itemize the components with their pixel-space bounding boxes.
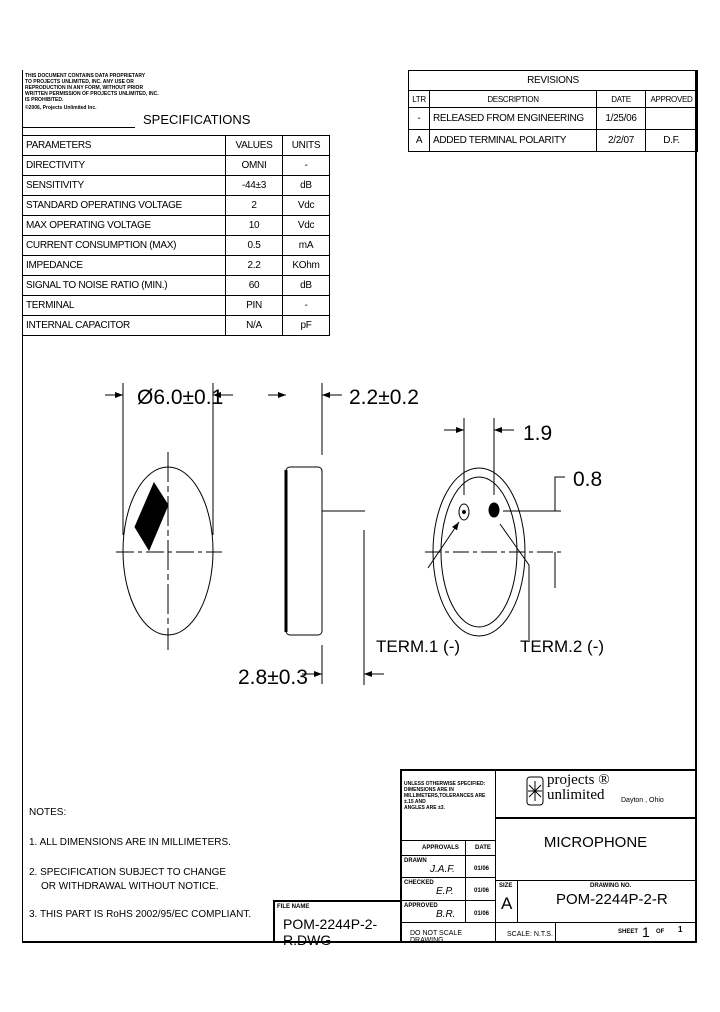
drawn-date: 01/06 (474, 866, 490, 872)
terminal-1-pin (458, 503, 470, 521)
company-location: Dayton , Ohio (621, 797, 664, 804)
note-item: OR WITHDRAWAL WITHOUT NOTICE. (41, 881, 219, 892)
tolerance-note: UNLESS OTHERWISE SPECIFIED: DIMENSIONS A… (400, 769, 496, 841)
company-block: projects ® unlimited Dayton , Ohio (495, 769, 697, 819)
company-logo-icon (526, 776, 544, 806)
drawing-border (22, 70, 697, 943)
of-label: OF (656, 929, 665, 935)
checked-row: CHECKED E.P. (400, 877, 466, 901)
note-item: 3. THIS PART IS RoHS 2002/95/EC COMPLIAN… (29, 909, 252, 920)
sheet-label: SHEET (618, 929, 639, 935)
note-item: 2. SPECIFICATION SUBJECT TO CHANGE (29, 867, 227, 878)
height-dimension: 2.2±0.2 (349, 386, 419, 409)
sheet-box: SHEET 1 OF 1 (555, 922, 697, 943)
revisions-table: REVISIONS LTR DESCRIPTION DATE APPROVED … (408, 70, 698, 152)
proprietary-notice: THIS DOCUMENT CONTAINS DATA PROPRIETARY … (25, 73, 159, 111)
file-name-label: FILE NAME (277, 904, 310, 910)
terminal-2-pin (488, 502, 500, 518)
parameter-unit: Vdc (282, 195, 330, 216)
notice-line: REPRODUCTION IN ANY FORM, WITHOUT PRIOR (25, 85, 144, 91)
company-name-2: unlimited (547, 787, 605, 803)
drawn-by: J.A.F. (430, 864, 455, 875)
drawing-title: MICROPHONE (543, 834, 648, 851)
approvals-label: APPROVALS (422, 845, 459, 851)
scale: SCALE: N.T.S. (507, 931, 553, 938)
parameter-unit: pF (282, 315, 330, 336)
tolerance-line: ANGLES ARE ±3. (404, 805, 445, 811)
side-view-outline (285, 466, 323, 636)
scale-box: SCALE: N.T.S. (495, 922, 556, 943)
drawn-label: DRAWN (404, 858, 427, 864)
copyright: ©2006, Projects Unlimited Inc. (25, 105, 97, 111)
drawing-title-box: MICROPHONE (495, 818, 697, 881)
drawing-no-label: DRAWING NO. (590, 883, 632, 889)
revision-letter: A (408, 129, 430, 152)
checked-by: E.P. (436, 886, 454, 897)
drawing-number: POM-2244P-2-R (556, 891, 668, 908)
date-header: DATE (465, 840, 496, 856)
size-value: A (501, 894, 513, 913)
pin-spacing-dimension: 1.9 (523, 422, 552, 445)
specifications-title: SPECIFICATIONS (143, 112, 251, 127)
term2-label: TERM.2 (-) (520, 637, 604, 656)
drawing-number-box: DRAWING NO. POM-2244P-2-R (517, 880, 697, 923)
notes-title: NOTES: (29, 807, 67, 818)
parameter-unit: - (282, 295, 330, 316)
notice-line: TO PROJECTS UNLIMITED, INC. ANY USE OR (25, 79, 134, 85)
do-not-scale-text: DO NOT SCALE DRAWING (410, 930, 462, 944)
do-not-scale: DO NOT SCALE DRAWING (400, 922, 496, 944)
approved-by: B.R. (436, 909, 456, 920)
notice-line: WRITTEN PERMISSION OF PROJECTS UNLIMITED… (25, 91, 159, 97)
note-item: 1. ALL DIMENSIONS ARE IN MILLIMETERS. (29, 837, 231, 848)
tolerance-line: UNLESS OTHERWISE SPECIFIED: (404, 781, 486, 787)
total-height-dimension: 2.8±0.3 (238, 666, 308, 689)
tolerance-line: DIMENSIONS ARE IN (404, 787, 454, 793)
sheet-total: 1 (678, 925, 683, 934)
approved-date: 01/06 (474, 911, 490, 917)
company-name-1: projects ® (547, 772, 610, 788)
sheet-number: 1 (642, 924, 650, 940)
notice-line: THIS DOCUMENT CONTAINS DATA PROPRIETARY (25, 73, 146, 79)
approved-label: APPROVED (404, 903, 438, 909)
pin-offset-dimension: 0.8 (573, 468, 602, 491)
revision-approved: D.F. (645, 129, 698, 152)
divider (22, 127, 135, 128)
size-label: SIZE (499, 883, 513, 889)
tolerance-line: MILLIMETERS,TOLERANCES ARE ±.15 AND (404, 793, 486, 805)
file-name: POM-2244P-2-R.DWG (283, 916, 378, 948)
notes: NOTES: 1. ALL DIMENSIONS ARE IN MILLIMET… (29, 806, 251, 922)
size-box: SIZE A (495, 880, 518, 923)
notice-line: IS PROHIBITED. (25, 97, 64, 103)
checked-label: CHECKED (404, 880, 434, 886)
date-label: DATE (475, 845, 491, 851)
approvals-header: APPROVALS (400, 840, 466, 856)
checked-date: 01/06 (474, 888, 490, 894)
diameter-dimension: Ø6.0±0.1 (137, 386, 223, 409)
approved-row: APPROVED B.R. (400, 900, 466, 923)
front-view-marking (134, 481, 169, 552)
drawn-row: DRAWN J.A.F. (400, 855, 466, 878)
file-name-box: FILE NAME POM-2244P-2-R.DWG (273, 900, 401, 948)
term1-label: TERM.1 (-) (376, 637, 460, 656)
